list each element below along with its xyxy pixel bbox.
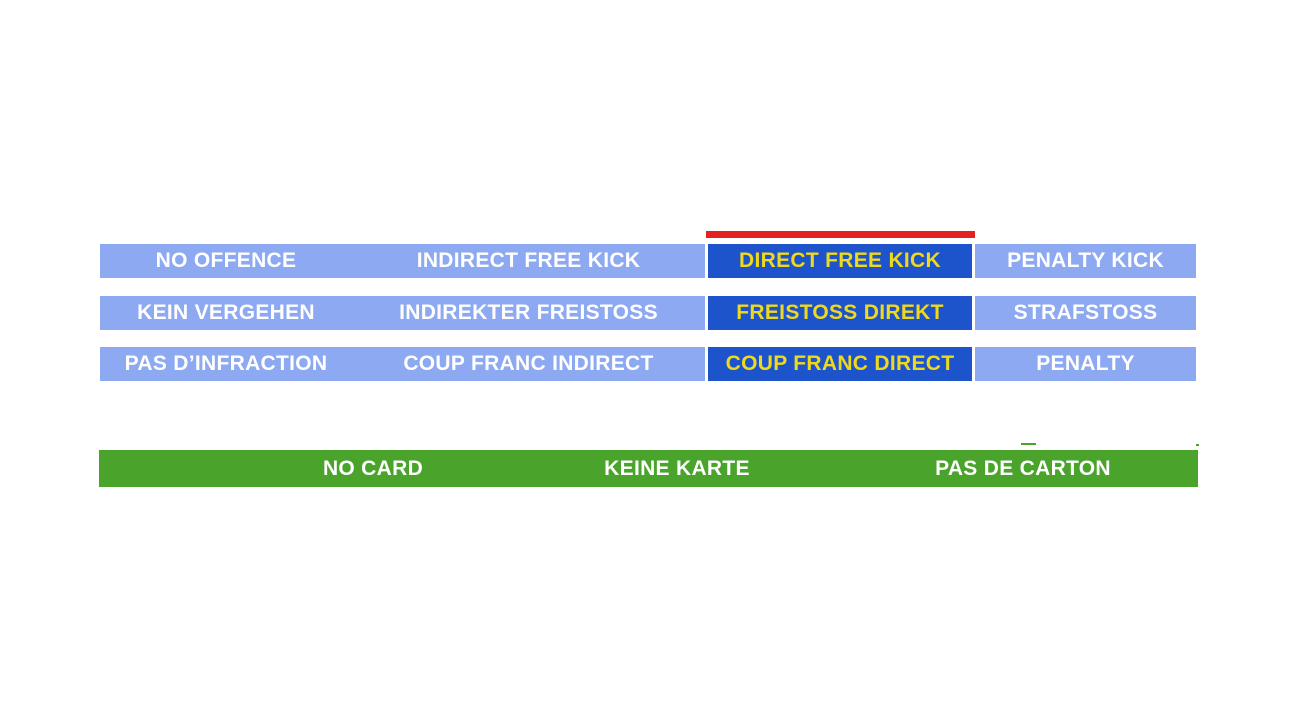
- column-divider: [972, 296, 975, 330]
- card-bar-label-english: NO CARD: [322, 456, 424, 480]
- answer-fr-direct-free-kick[interactable]: COUP FRANC DIRECT: [708, 347, 972, 381]
- card-bar-label-french: PAS DE CARTON: [935, 456, 1111, 480]
- no-card-option-bar[interactable]: NO CARD KEINE KARTE PAS DE CARTON: [99, 450, 1198, 487]
- answer-de-direct-free-kick[interactable]: FREISTOSS DIREKT: [708, 296, 972, 330]
- answer-de-indirect-free-kick[interactable]: INDIREKTER FREISTOSS: [352, 296, 705, 330]
- column-divider: [972, 244, 975, 278]
- green-dash-artifact: [1021, 443, 1036, 445]
- column-divider: [705, 296, 708, 330]
- answer-fr-no-offence[interactable]: PAS D’INFRACTION: [100, 347, 352, 381]
- answer-row-english: NO OFFENCE INDIRECT FREE KICK DIRECT FRE…: [100, 244, 1196, 278]
- answer-en-indirect-free-kick[interactable]: INDIRECT FREE KICK: [352, 244, 705, 278]
- column-divider: [705, 347, 708, 381]
- column-divider: [972, 347, 975, 381]
- answer-fr-indirect-free-kick[interactable]: COUP FRANC INDIRECT: [352, 347, 705, 381]
- answer-de-penalty-kick[interactable]: STRAFSTOSS: [975, 296, 1196, 330]
- answer-en-direct-free-kick[interactable]: DIRECT FREE KICK: [708, 244, 972, 278]
- card-bar-label-german: KEINE KARTE: [604, 456, 750, 480]
- selected-answer-indicator-bar: [706, 231, 975, 238]
- green-dot-artifact: [1196, 444, 1199, 446]
- answer-row-french: PAS D’INFRACTION COUP FRANC INDIRECT COU…: [100, 347, 1196, 381]
- answer-fr-penalty[interactable]: PENALTY: [975, 347, 1196, 381]
- answer-en-no-offence[interactable]: NO OFFENCE: [100, 244, 352, 278]
- answer-de-no-offence[interactable]: KEIN VERGEHEN: [100, 296, 352, 330]
- column-divider: [705, 244, 708, 278]
- answer-en-penalty-kick[interactable]: PENALTY KICK: [975, 244, 1196, 278]
- answer-row-german: KEIN VERGEHEN INDIREKTER FREISTOSS FREIS…: [100, 296, 1196, 330]
